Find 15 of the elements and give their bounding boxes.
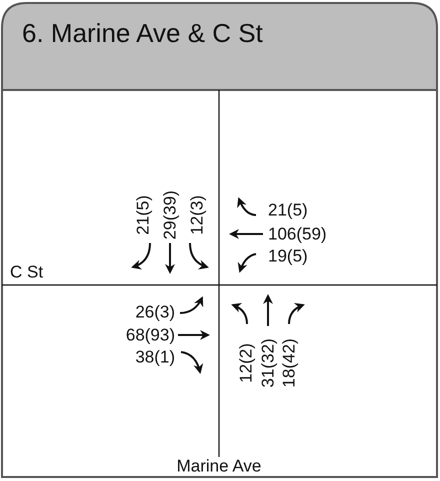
traffic-volume: 26(3) [135, 304, 175, 320]
traffic-volume: 29(39) [162, 190, 178, 240]
traffic-volume: 21(5) [134, 195, 152, 235]
traffic-volume: 19(5) [268, 248, 308, 264]
traffic-volume: 68(93) [126, 326, 175, 344]
traffic-volume: 21(5) [268, 202, 308, 218]
street-name: Marine Ave [176, 458, 262, 474]
title: 6. Marine Ave & C St [22, 17, 264, 50]
traffic-volume: 106(59) [268, 226, 327, 242]
street-name: C St [10, 264, 44, 280]
traffic-volume: 12(3) [188, 195, 206, 235]
traffic-volume: 12(2) [238, 343, 254, 383]
traffic-volume: 18(42) [280, 338, 298, 388]
traffic-volume: 38(1) [135, 348, 175, 366]
traffic-volume: 31(32) [260, 338, 276, 388]
